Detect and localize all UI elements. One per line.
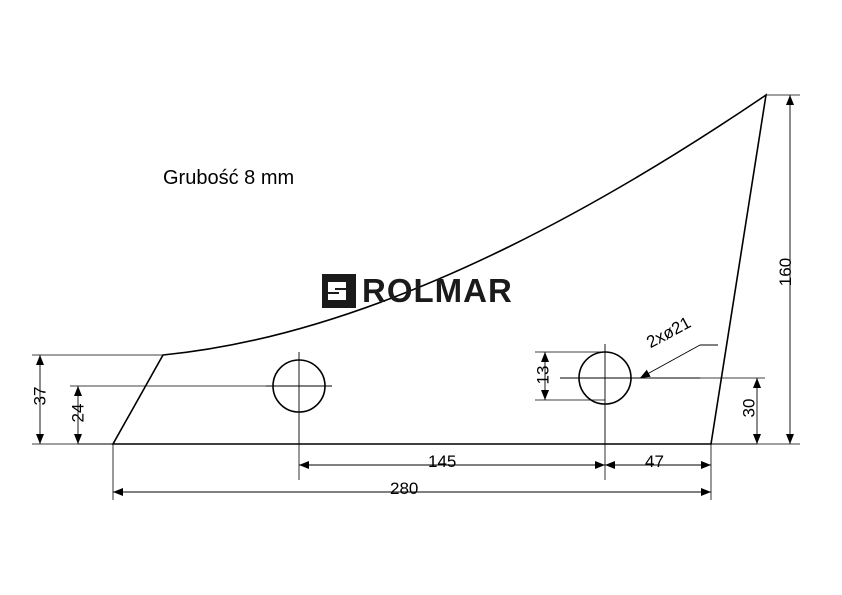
thickness-note: Grubość 8 mm	[163, 167, 295, 189]
dimension-label-145: 145	[428, 452, 457, 471]
leader-line-2x021	[639, 344, 701, 379]
part-outline	[111, 93, 768, 445]
rolmar-logo: ROLMAR	[322, 274, 513, 308]
dimension-label-37: 37	[29, 386, 49, 406]
dimension-label-160: 160	[776, 257, 796, 287]
dimension-label-30: 30	[738, 398, 758, 418]
hole-diameter-leader	[639, 344, 718, 379]
dimension-label-280: 280	[390, 479, 419, 498]
dimension-label-13: 13	[532, 365, 552, 385]
rolmar-logo-mark	[322, 274, 356, 308]
share-body-path	[111, 93, 768, 445]
rolmar-wordmark: ROLMAR	[362, 272, 513, 309]
dimension-lines	[36, 95, 794, 496]
dimension-label-47: 47	[645, 452, 664, 471]
hole-centerlines	[266, 344, 700, 444]
dimension-label-24: 24	[67, 403, 87, 423]
